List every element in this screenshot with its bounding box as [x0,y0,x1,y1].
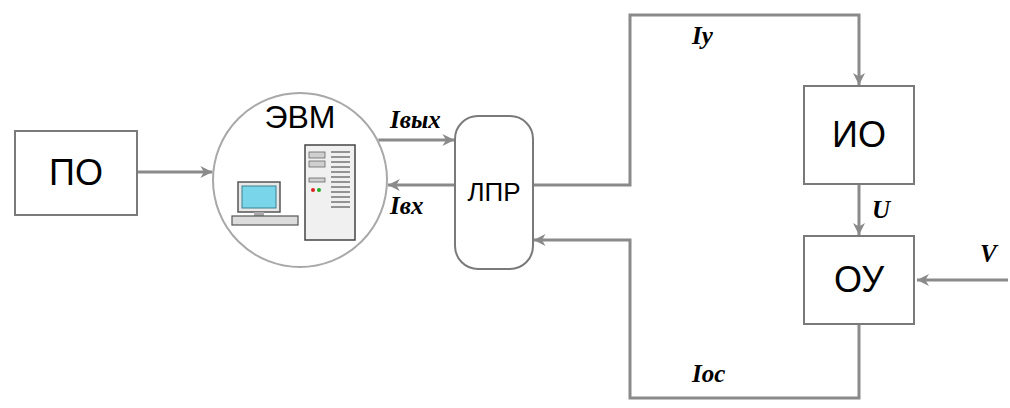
node-title: ИО [832,115,886,155]
signal-name: U [870,196,892,224]
drive-bay [309,178,325,182]
signal-arrow [378,139,454,142]
actuator-box: ИО [803,85,915,185]
decision-maker-box: ЛПР [454,115,533,270]
plant-box: ОУ [803,235,915,325]
process-box: ПО [14,130,138,216]
monitor-screen [242,186,276,208]
signal-name: Iвх [388,192,425,220]
led [317,188,321,192]
node-title: ЛПР [467,178,520,207]
node-title: ЭВМ [265,100,336,135]
signal-arrow [858,185,861,235]
signal-name: Iвых [388,106,443,134]
computer-icon [232,145,355,240]
signal-name: Iос [690,360,727,388]
signal-arrow [388,184,455,187]
signal-name: Iу [690,22,715,50]
drive-bay [309,152,325,158]
monitor [238,182,280,212]
drive-bay [309,161,325,167]
vent-lines [331,152,350,207]
led [311,188,315,192]
signal-arrow [138,171,212,174]
keyboard [232,216,298,225]
signal-name: V [978,240,999,268]
node-title: ОУ [834,260,884,300]
node-title: ПО [49,153,103,193]
system-unit [305,145,355,240]
monitor-stand [254,212,264,216]
computer-circle: ЭВМ [212,92,388,268]
disturbance-arrow [917,279,1008,282]
